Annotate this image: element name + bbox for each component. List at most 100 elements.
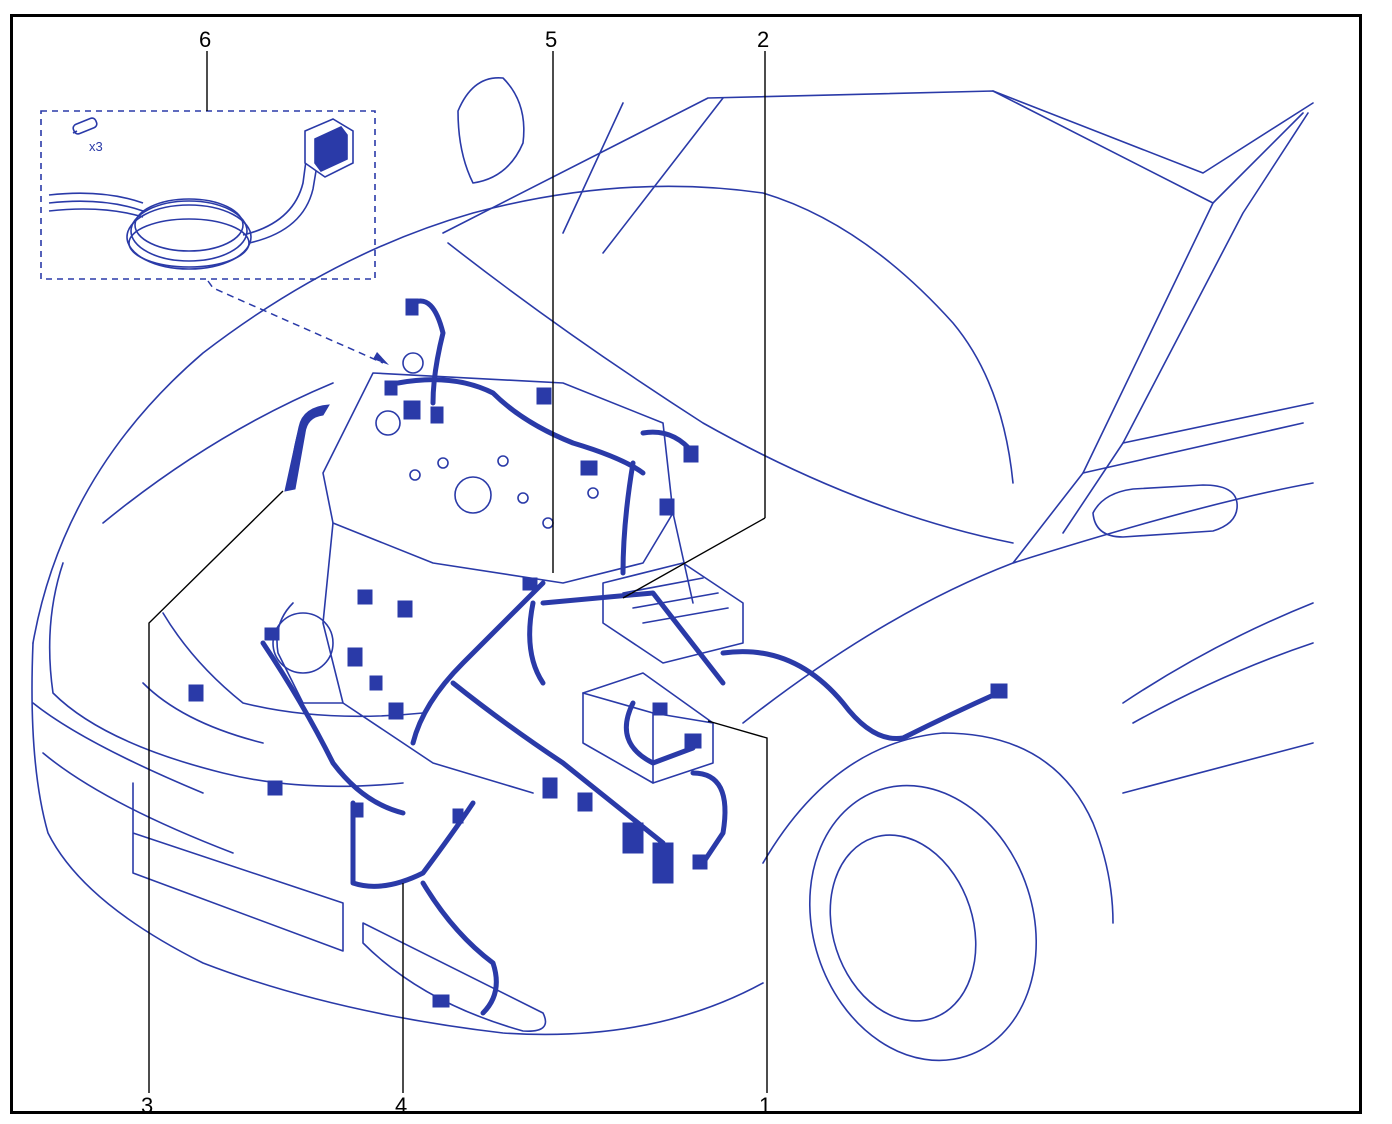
connector: [580, 460, 598, 476]
kit-arrow-head: [373, 352, 389, 365]
connector: [432, 994, 450, 1008]
connector: [405, 298, 419, 316]
kit-inset-border: [40, 110, 376, 280]
bonnet-inner-left: [102, 382, 334, 524]
bumper-lower: [42, 752, 234, 854]
harness-group: [260, 298, 1001, 1016]
window-line: [1122, 402, 1314, 444]
wheel-arch: [762, 732, 1114, 924]
battery-box: [582, 672, 714, 784]
wiper-mount: [457, 77, 525, 184]
harness-top-branch: [410, 298, 446, 406]
kit-inset: x3: [40, 110, 389, 365]
harness-4-lower: [420, 880, 499, 1016]
bracket-3-icon: [284, 404, 330, 492]
oil-cap: [454, 476, 492, 514]
bonnet-crease: [447, 242, 1014, 544]
connector: [577, 792, 593, 812]
front-wheel: [808, 784, 1038, 1062]
bolt: [409, 469, 421, 481]
grille-top: [162, 612, 424, 718]
harness-2: [540, 590, 726, 686]
diagram-frame: x3: [10, 14, 1362, 1114]
battery-top-edge: [582, 692, 714, 724]
bumper-outline: [31, 642, 764, 1036]
licence-plate: [132, 782, 344, 952]
fog-lamp-slot: [362, 922, 547, 1032]
harness-down: [620, 460, 636, 576]
kit-arrow-line: [207, 280, 384, 364]
callout-2: 2: [757, 27, 769, 52]
bolt: [517, 492, 529, 504]
wiring-harness-diagram: x3: [31, 27, 1314, 1111]
connector: [352, 802, 364, 818]
fuse-icon: [72, 117, 98, 135]
fender-top: [742, 482, 1314, 724]
connector: [357, 589, 373, 605]
a-pillar: [1012, 202, 1214, 564]
cylinder-top: [402, 352, 424, 374]
connector: [536, 387, 552, 405]
bolt: [542, 517, 554, 529]
fuse-quantity: x3: [89, 139, 103, 154]
door-frame: [1062, 112, 1309, 534]
harness-main: [450, 680, 666, 846]
connector: [522, 577, 538, 591]
relay-icon: [304, 118, 354, 178]
bolt: [437, 457, 449, 469]
harness-right: [720, 649, 1001, 742]
connector: [369, 675, 383, 691]
bolt: [587, 487, 599, 499]
wheel-rim: [829, 834, 977, 1022]
connector: [347, 647, 363, 667]
connector: [188, 684, 204, 702]
wiper-arm-left: [562, 102, 624, 234]
bolt: [497, 455, 509, 467]
engine-block-right: [672, 512, 694, 604]
callout-4: 4: [395, 1093, 407, 1111]
window-sill: [1082, 422, 1304, 474]
connector-group: [188, 298, 1008, 1008]
fuse-box: [602, 562, 744, 664]
callout-5: 5: [545, 27, 557, 52]
connector: [397, 600, 413, 618]
fuse-box-slots: [622, 577, 729, 624]
callout-3: 3: [141, 1093, 153, 1111]
harness-right-lower: [690, 770, 728, 866]
connector: [622, 822, 644, 854]
harness-5-branch: [527, 600, 546, 686]
connector: [990, 683, 1008, 699]
connector: [452, 808, 464, 824]
connector: [683, 445, 699, 463]
connector: [388, 702, 404, 720]
connector: [403, 400, 421, 420]
harness-left: [260, 640, 406, 816]
bumper-upper: [32, 702, 204, 794]
connector: [264, 627, 280, 641]
connector: [652, 842, 674, 884]
harness-5: [410, 580, 546, 746]
side-trim: [1132, 642, 1314, 724]
connector: [692, 854, 708, 870]
connector: [384, 380, 398, 396]
bonnet-edge: [32, 185, 1014, 644]
cable-coil-icon: [48, 152, 320, 270]
connector: [652, 702, 668, 716]
callout-6: 6: [199, 27, 211, 52]
engine-head: [322, 372, 674, 584]
callout-1: 1: [759, 1093, 771, 1111]
headlight-left: [48, 562, 404, 788]
car-body: [31, 77, 1314, 1062]
cylinder-top: [375, 410, 401, 436]
wiper-arm-right: [602, 97, 724, 254]
roof-line: [992, 90, 1314, 174]
door-bottom: [1122, 742, 1314, 794]
pulley: [272, 612, 334, 674]
side-mirror: [1092, 484, 1238, 538]
callout-lines: [148, 51, 768, 1093]
connector: [659, 498, 675, 516]
connector: [542, 777, 558, 799]
connector: [267, 780, 283, 796]
side-panel-line: [1122, 602, 1314, 704]
harness-top: [395, 377, 646, 476]
